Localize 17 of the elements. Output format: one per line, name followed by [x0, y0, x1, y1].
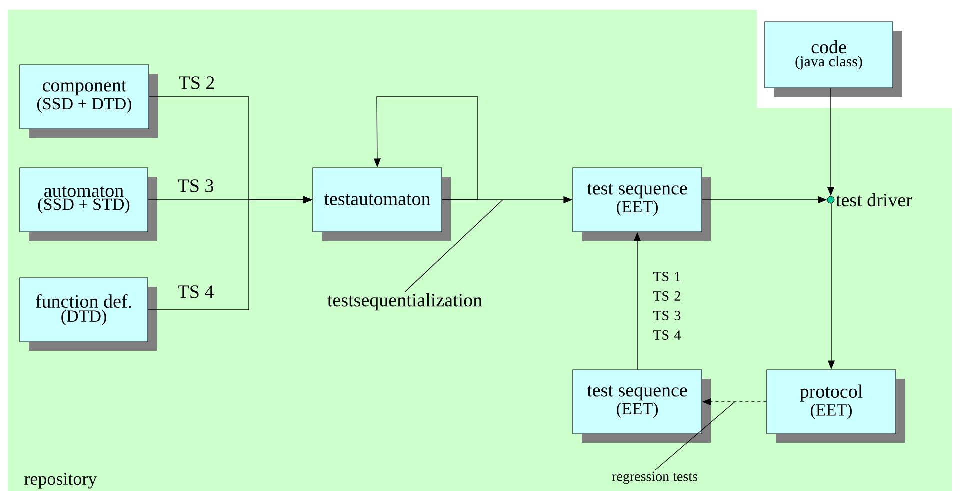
edge-label: TS 3 [178, 180, 214, 192]
annotation-text: testsequentialization [328, 293, 482, 311]
process-box: automaton (SSD + STD) [20, 168, 157, 241]
process-box: protocol (EET) [766, 370, 905, 443]
process-box: testautomaton [312, 168, 451, 241]
edge-label: TS 4 [178, 286, 214, 298]
process-box: test sequence (EET) [572, 370, 711, 443]
leader-line [654, 402, 736, 471]
annotation-text: regression tests [612, 472, 698, 484]
leader-line [404, 200, 504, 293]
process-box: component (SSD + DTD) [20, 64, 158, 138]
edge-label: TS 1 TS 2 TS 3 TS 4 [653, 272, 681, 340]
process-box: code (java class) [764, 22, 902, 97]
edge-label: TS 2 [179, 76, 214, 90]
process-box: function def. (DTD) [20, 278, 157, 351]
process-box: test sequence (EET) [572, 168, 711, 241]
node-label: test driver [836, 193, 912, 207]
